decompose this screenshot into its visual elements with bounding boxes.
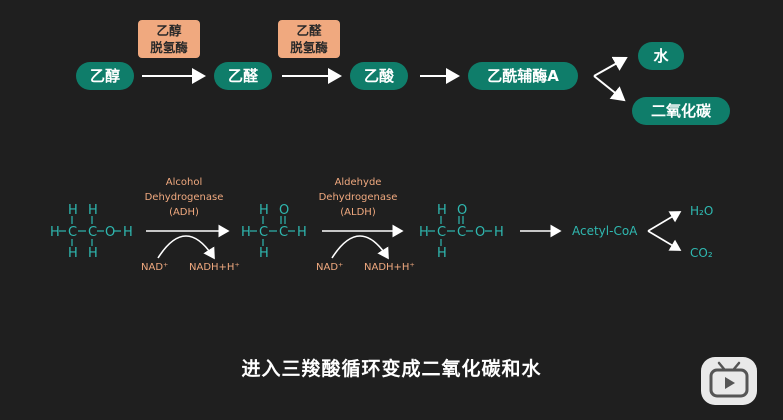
cofactor-curve-1 (157, 235, 215, 260)
svg-text:H: H (88, 246, 98, 261)
alcohol-dehydrogenase-box: 乙醇 脱氢酶 (138, 20, 200, 58)
svg-text:O: O (457, 203, 467, 218)
nad-1: NAD⁺ (141, 262, 168, 273)
acetaldehyde-structure: H O H C C H H (241, 203, 307, 261)
svg-text:H: H (419, 225, 429, 240)
aldehyde-dehydrogenase-box: 乙醛 脱氢酶 (278, 20, 340, 58)
ethanol-structure: H H H C C O H H H (50, 203, 133, 261)
svg-text:H: H (494, 225, 504, 240)
svg-text:H: H (437, 203, 447, 218)
aldh-line1: Aldehyde (335, 177, 382, 188)
arrow-to-water (647, 211, 682, 232)
acetyl-coa-label: Acetyl-CoA (572, 224, 638, 238)
co2-node: 二氧化碳 (632, 97, 730, 125)
nad-2: NAD⁺ (316, 262, 343, 273)
acetic-acid-node: 乙酸 (350, 62, 408, 90)
svg-text:C: C (259, 225, 268, 240)
acetic-acid-structure: H O H C C O H H (419, 203, 504, 261)
tv-logo-icon (701, 357, 757, 405)
ethanol-node: 乙醇 (76, 62, 134, 90)
arrow-top-water (593, 56, 628, 77)
aldh-line2: Dehydrogenase (319, 192, 398, 203)
adh-line2: Dehydrogenase (145, 192, 224, 203)
enzyme2-line1: 乙醛 (296, 23, 322, 38)
enzyme2-line2: 脱氢酶 (290, 40, 328, 55)
svg-text:H: H (297, 225, 307, 240)
svg-text:H: H (68, 203, 78, 218)
water-label: H₂O (690, 204, 713, 218)
svg-text:C: C (457, 225, 466, 240)
acetyl-coa-node: 乙酰辅酶A (468, 62, 578, 90)
adh-line1: Alcohol (166, 177, 202, 188)
enzyme1-line1: 乙醇 (156, 23, 182, 38)
aldh-line3: (ALDH) (340, 207, 376, 218)
svg-text:O: O (279, 203, 289, 218)
arrow-to-co2 (647, 230, 682, 251)
co2-label: CO₂ (690, 246, 713, 260)
svg-text:H: H (68, 246, 78, 261)
svg-text:H: H (50, 225, 60, 240)
enzyme1-line2: 脱氢酶 (150, 40, 188, 55)
nadh-2: NADH+H⁺ (364, 262, 415, 273)
svg-text:H: H (88, 203, 98, 218)
svg-text:C: C (279, 225, 288, 240)
subtitle-caption: 进入三羧酸循环变成二氧化碳和水 (241, 358, 542, 380)
svg-text:H: H (259, 203, 269, 218)
svg-text:O: O (475, 225, 485, 240)
svg-text:H: H (259, 246, 269, 261)
water-node: 水 (638, 42, 684, 70)
adh-line3: (ADH) (169, 207, 199, 218)
cofactor-curve-2 (331, 235, 389, 260)
svg-text:C: C (68, 225, 77, 240)
svg-text:O: O (105, 225, 115, 240)
svg-text:H: H (241, 225, 251, 240)
nadh-1: NADH+H⁺ (189, 262, 240, 273)
svg-text:H: H (437, 246, 447, 261)
svg-text:C: C (88, 225, 97, 240)
svg-text:H: H (123, 225, 133, 240)
svg-text:C: C (437, 225, 446, 240)
arrow-top-co2 (593, 75, 626, 102)
acetaldehyde-node: 乙醛 (214, 62, 272, 90)
